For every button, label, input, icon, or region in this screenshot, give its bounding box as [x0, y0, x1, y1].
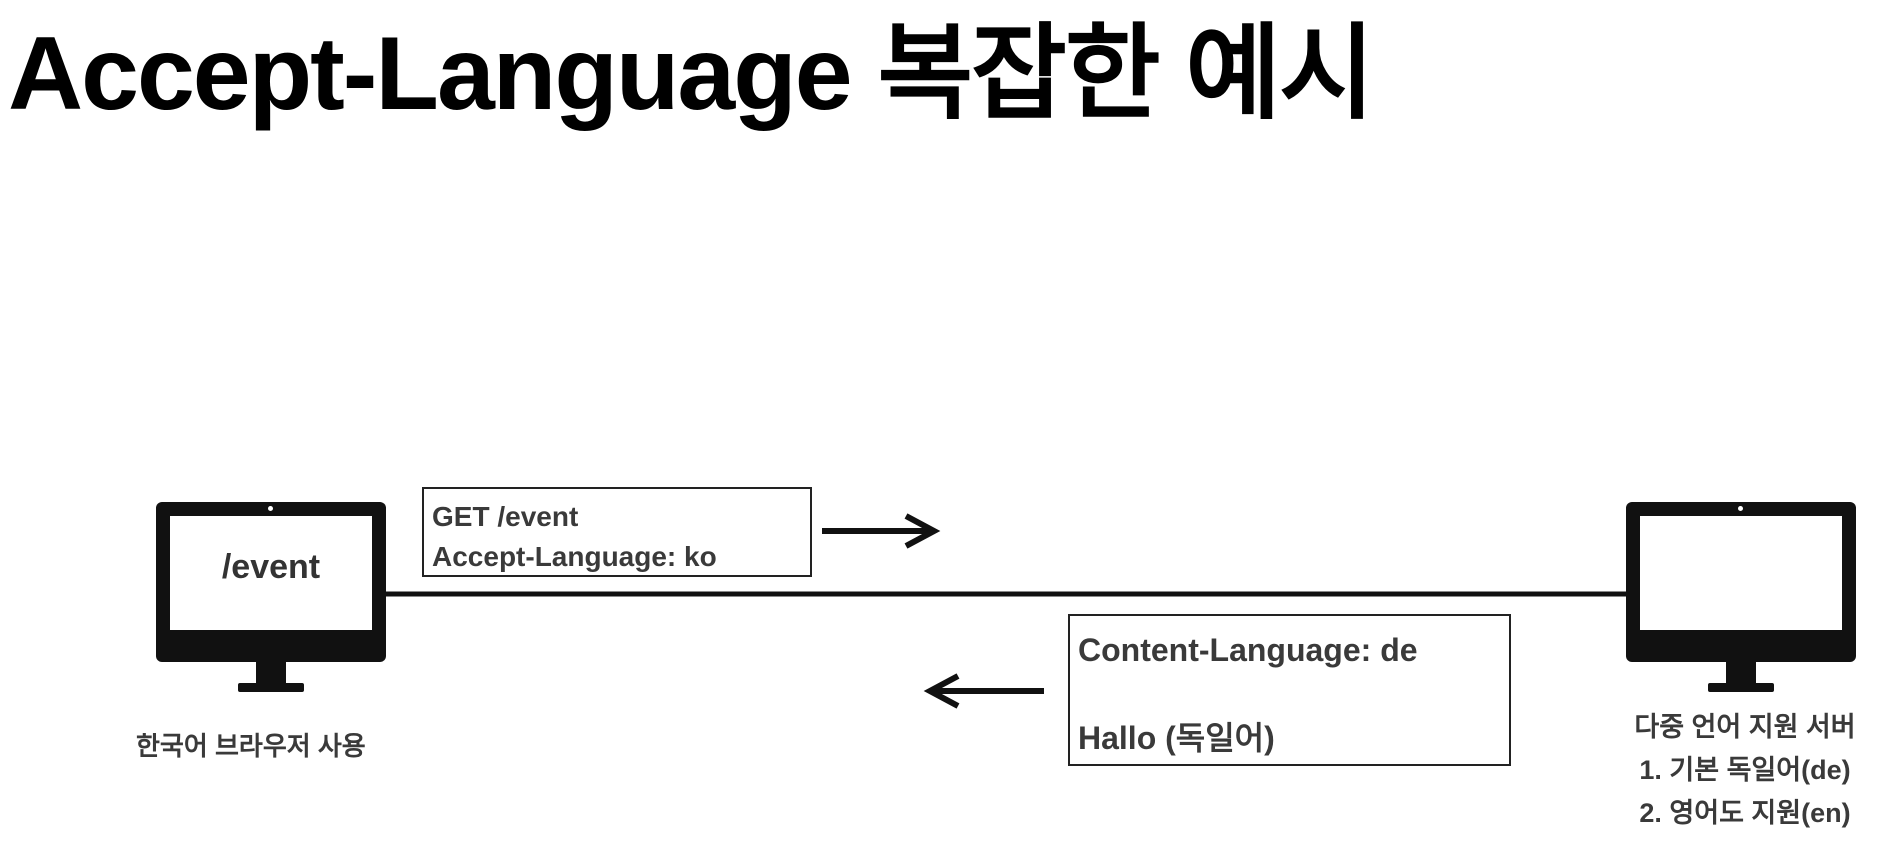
server-caption-title: 다중 언어 지원 서버 — [1634, 712, 1856, 742]
server-monitor-frame — [1626, 502, 1856, 662]
client-computer-icon: /event — [156, 502, 386, 694]
client-screen-text: /event — [221, 548, 321, 586]
server-monitor-neck — [1726, 662, 1756, 684]
response-line-header: Content-Language: de — [1078, 632, 1418, 668]
server-caption: 다중 언어 지원 서버 1. 기본 독일어(de) 2. 영어도 지원(en) — [1600, 706, 1890, 835]
server-monitor-foot — [1708, 683, 1774, 692]
client-monitor-neck — [256, 662, 286, 684]
response-message-box: Content-Language: de Hallo (독일어) — [1068, 614, 1511, 766]
server-caption-default-lang: 1. 기본 독일어(de) — [1639, 755, 1851, 785]
request-line-header: Accept-Language: ko — [432, 541, 717, 572]
response-line-body: Hallo (독일어) — [1078, 720, 1275, 756]
server-camera-dot — [1738, 506, 1743, 511]
server-computer-icon — [1626, 502, 1856, 694]
client-caption: 한국어 브라우저 사용 — [136, 731, 366, 761]
client-camera-dot — [268, 506, 273, 511]
client-monitor-foot — [238, 683, 304, 692]
request-line-method: GET /event — [432, 501, 579, 532]
request-arrow-head — [904, 513, 941, 549]
client-monitor-frame: /event — [156, 502, 386, 662]
server-caption-supported-lang: 2. 영어도 지원(en) — [1639, 798, 1851, 828]
request-message-box: GET /event Accept-Language: ko — [422, 487, 812, 577]
response-body-gap — [1078, 672, 1509, 716]
server-screen — [1640, 516, 1842, 630]
client-screen: /event — [170, 516, 372, 630]
page-title: Accept-Language 복잡한 예시 — [8, 16, 1375, 132]
response-arrow-head — [923, 673, 960, 709]
